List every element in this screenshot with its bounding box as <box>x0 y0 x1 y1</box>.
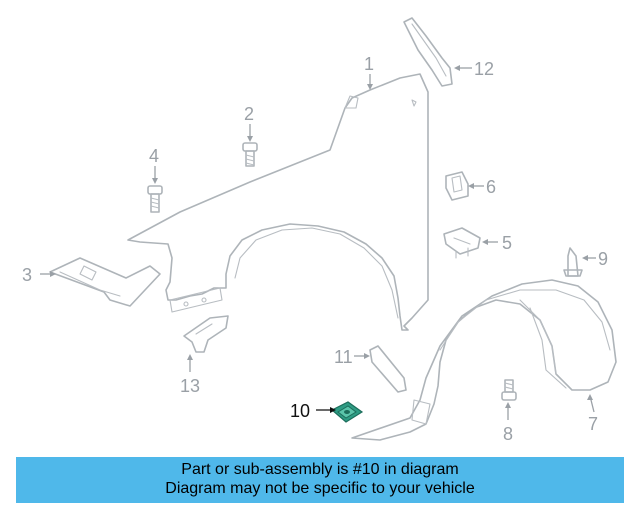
callout-labels: 1 2 4 3 5 6 9 12 11 13 8 7 10 <box>22 54 608 444</box>
leader-arrowheads <box>50 65 593 413</box>
callout-2: 2 <box>244 104 254 124</box>
callout-1: 1 <box>364 54 374 74</box>
callout-12: 12 <box>474 59 494 79</box>
callout-3: 3 <box>22 265 32 285</box>
bracket-part-3 <box>49 257 161 307</box>
seal-part-11 <box>369 345 407 393</box>
clip-part-9 <box>563 247 583 277</box>
callout-4: 4 <box>149 146 159 166</box>
banner-line-1: Part or sub-assembly is #10 in diagram <box>181 461 459 478</box>
fender-panel <box>127 73 429 331</box>
leader-lines <box>40 67 596 420</box>
callout-11: 11 <box>334 347 353 367</box>
fender-liner <box>351 279 617 441</box>
callout-13: 13 <box>180 376 200 396</box>
bracket-part-5 <box>443 227 481 259</box>
bracket-part-6 <box>445 171 469 201</box>
callout-8: 8 <box>503 424 513 444</box>
fender-seal-part <box>403 17 453 87</box>
banner-line-2: Diagram may not be specific to your vehi… <box>165 480 475 497</box>
callout-9: 9 <box>598 249 608 269</box>
info-banner: Part or sub-assembly is #10 in diagram D… <box>16 457 624 503</box>
callout-7: 7 <box>588 414 598 434</box>
bolt-part-8 <box>501 379 517 401</box>
callout-6: 6 <box>486 177 496 197</box>
callout-10: 10 <box>290 401 310 421</box>
bracket-part-13 <box>183 315 229 353</box>
nut-clip-part-10 <box>330 401 364 423</box>
bolt-part-4 <box>147 185 163 213</box>
bolt-part-2 <box>242 142 258 167</box>
callout-5: 5 <box>502 233 512 253</box>
